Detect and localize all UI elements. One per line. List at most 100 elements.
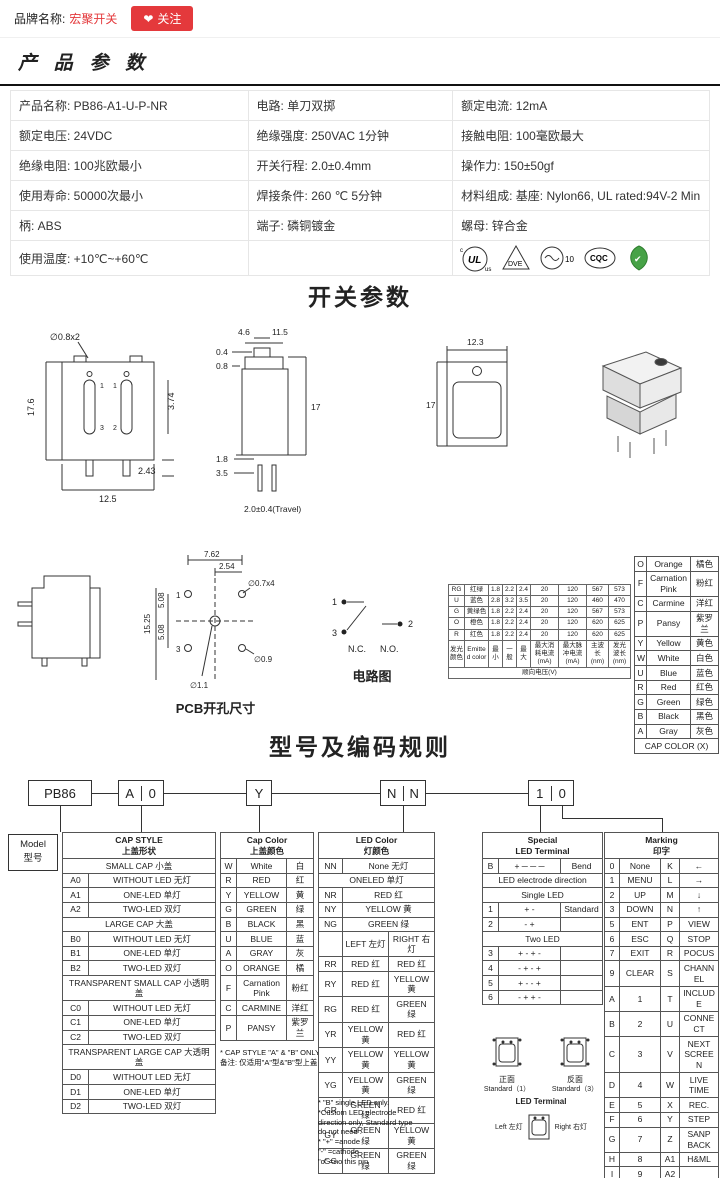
- code-segment: Y: [254, 785, 264, 801]
- follow-button-label: 关注: [157, 12, 182, 26]
- table-cell: [559, 916, 604, 933]
- table-cell: 橙色: [464, 617, 489, 630]
- spec-cell: 焊接条件: 260 ℃ 5分钟: [247, 180, 454, 211]
- table-cell: Bend: [559, 858, 604, 874]
- table-cell: C: [220, 1000, 237, 1016]
- table-cell: 2.4: [516, 628, 531, 641]
- ul-cert-icon: c UL us: [460, 246, 491, 273]
- table-cell: 2.2: [502, 628, 517, 641]
- table-cell: 2: [482, 916, 499, 933]
- table-cell: T: [660, 985, 680, 1012]
- follow-button[interactable]: ❤ 关注: [131, 6, 194, 31]
- brand-name-link[interactable]: 宏聚开关: [69, 12, 118, 26]
- table-cell: 120: [558, 617, 587, 630]
- brand-header: 品牌名称: 宏聚开关 ❤ 关注: [0, 0, 720, 38]
- table-cell: RG: [448, 583, 465, 597]
- table-cell: 1.8: [488, 628, 503, 641]
- table-cell: 蓝: [285, 931, 315, 947]
- table-cell: Black: [646, 708, 691, 725]
- table-cell: C1: [62, 1014, 89, 1031]
- table-cell: 主波长(nm): [586, 639, 609, 669]
- pcb-hole-drawing: 7.62 2.54 ∅0.7x4 15.25 5.08 5.08 ∅1.1 ∅0…: [143, 550, 275, 690]
- table-cell: 120: [558, 606, 587, 619]
- spec-cell: 接触电阻: 100毫欧最大: [452, 120, 710, 151]
- table-cell: White: [646, 650, 691, 666]
- table-cell: TRANSPARENT LARGE CAP 大透明盖: [61, 1044, 217, 1071]
- pin-number: 3: [100, 425, 104, 432]
- table-cell: TWO-LED 双灯: [87, 1098, 217, 1115]
- connector-line: [562, 818, 662, 819]
- table-cell: - +: [498, 916, 561, 933]
- dim-label: 3.5: [216, 468, 228, 478]
- dim-label: 7.62: [204, 550, 220, 559]
- table-cell: 7: [604, 945, 620, 962]
- note-line: "-" =cathode: [318, 1146, 359, 1156]
- table-cell: 白: [285, 858, 315, 874]
- spec-cell: 柄: ABS: [10, 210, 249, 241]
- table-cell: INCLUDE: [678, 985, 720, 1012]
- table-cell: G: [604, 1126, 620, 1153]
- cqc-cert-icon: CQC: [584, 247, 616, 269]
- table-cell: C0: [62, 1000, 89, 1016]
- table-cell: 20: [530, 617, 559, 630]
- spec-cell: 操作力: 150±50gf: [452, 150, 710, 181]
- table-cell: RED 红: [387, 956, 436, 973]
- table-cell: [318, 931, 343, 958]
- table-cell: 2.8: [488, 595, 503, 608]
- table-cell: 最小: [488, 639, 503, 669]
- table-cell: 620: [586, 628, 609, 641]
- code-segment: N: [387, 785, 397, 801]
- note-line: "o" =no this pin: [318, 1156, 369, 1166]
- code-segment: 1: [536, 785, 544, 801]
- table-title-cn: 灯颜色: [363, 845, 390, 856]
- table-cell: STOP: [678, 931, 720, 947]
- table-cell: RY: [318, 971, 343, 998]
- profile-view-drawing: [17, 575, 101, 667]
- table-cell: 洋红: [285, 1000, 315, 1016]
- table-cell: O: [220, 960, 237, 977]
- connector-line: [562, 806, 563, 818]
- model-box: Model 型号: [8, 834, 58, 871]
- table-cell: 红色: [690, 679, 719, 696]
- table-cell: ONE-LED 单灯: [87, 945, 217, 962]
- table-title-cn: LED Terminal: [515, 845, 570, 856]
- table-cell: D: [604, 1072, 620, 1099]
- table-cell: W: [634, 650, 647, 666]
- code-segment: PB86: [44, 785, 76, 801]
- table-title-en: LED Color: [355, 834, 398, 845]
- back-face-icon: [560, 1037, 590, 1067]
- table-cell: WITHOUT LED 无灯: [87, 931, 217, 947]
- table-cell: LEFT 左灯: [342, 931, 389, 958]
- product-params-table: 产品名称: PB86-A1-U-P-NR 电路: 单刀双掷 额定电流: 12mA…: [10, 90, 710, 276]
- table-cell: Y: [220, 887, 237, 903]
- table-cell: Standard: [559, 901, 604, 918]
- table-cell: ONE-LED 单灯: [87, 887, 217, 903]
- table-row: SMALL CAP 小盖: [61, 858, 217, 874]
- table-cell: MENU: [619, 872, 661, 889]
- table-cell: A1: [62, 887, 89, 903]
- spec-cell: 额定电流: 12mA: [452, 90, 710, 121]
- table-cell: YELLOW 黄: [342, 1072, 389, 1099]
- table-cell: 红色: [464, 628, 489, 641]
- pin-number: 1: [176, 591, 181, 600]
- connector-line: [259, 806, 260, 832]
- table-cell: A: [604, 985, 620, 1012]
